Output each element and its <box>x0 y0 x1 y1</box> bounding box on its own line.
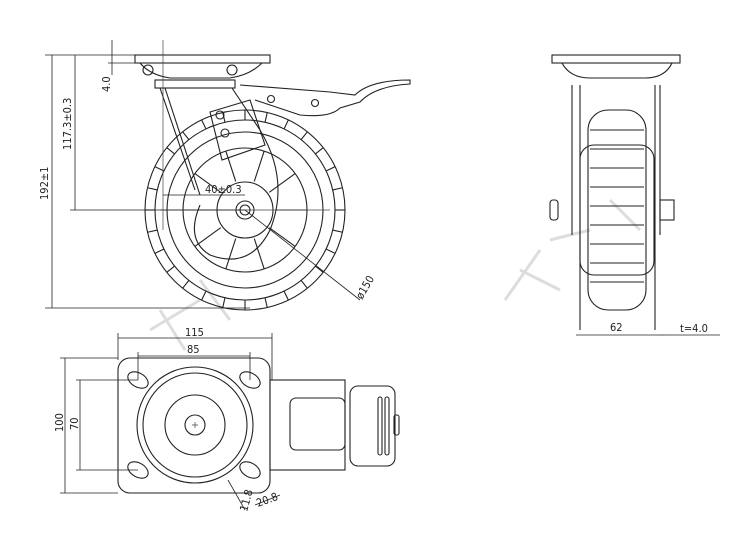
tread-groove <box>166 265 175 273</box>
hole-spacing-length-label: 85 <box>187 343 200 356</box>
plate-length-label: 115 <box>185 326 204 339</box>
wheel-spoke <box>194 227 222 247</box>
mounting-slot <box>239 461 261 479</box>
mounting-slot <box>127 371 149 389</box>
wheel-spoke <box>225 150 237 182</box>
tread-groove <box>201 119 207 130</box>
front-wheel <box>587 109 647 311</box>
top-view: 115 85 100 70 11.8 20.8 <box>53 326 400 513</box>
front-view: 62 t=4.0 <box>549 54 720 336</box>
wheel-spoke <box>268 227 296 247</box>
wheel-spoke <box>253 238 265 270</box>
wheel-spoke <box>225 238 237 270</box>
watermark <box>149 198 642 351</box>
plate-thickness-label: 4.0 <box>100 76 113 92</box>
offset-label: 40±0.3 <box>205 183 242 196</box>
tread-groove <box>182 280 190 289</box>
tread-groove <box>201 290 207 301</box>
brake-plate <box>209 99 266 161</box>
tread-groove <box>332 187 343 191</box>
wheel-spoke <box>194 173 222 193</box>
axle-height-label: 117.3±0.3 <box>61 98 74 150</box>
tread-groove <box>264 297 268 308</box>
tread-groove <box>264 112 268 123</box>
fork-housing <box>269 379 346 471</box>
top-plate <box>134 54 271 64</box>
tread-groove <box>222 112 226 123</box>
tread-groove <box>147 187 158 191</box>
tread-groove <box>300 280 308 289</box>
tread-groove <box>283 119 289 130</box>
axle-nut-front <box>549 199 559 221</box>
tread-groove <box>300 131 308 140</box>
wheel-spoke <box>253 150 265 182</box>
tread-groove <box>154 166 165 172</box>
side-view: 192±1 117.3±0.3 4.0 40±0.3 ø150 <box>38 40 411 311</box>
tread-groove <box>325 166 336 172</box>
tread-groove <box>222 297 226 308</box>
mounting-slot <box>239 371 261 389</box>
mounting-slot <box>127 461 149 479</box>
overall-height-label: 192±1 <box>38 167 51 200</box>
plate-width-label: 100 <box>53 413 66 432</box>
brake-lever <box>239 79 411 117</box>
wheel-diameter-label: ø150 <box>353 273 377 301</box>
tread-groove <box>315 265 324 273</box>
wheel-spoke <box>268 173 296 193</box>
tread-groove <box>283 290 289 301</box>
thickness-label: t=4.0 <box>680 322 708 335</box>
wheel-width-label: 62 <box>610 321 623 334</box>
slot-width-label: 11.8 <box>237 488 255 513</box>
tread-groove <box>182 131 190 140</box>
tread-groove <box>166 147 175 155</box>
brake-pedal <box>349 385 396 467</box>
tread-groove <box>154 248 165 254</box>
tread-groove <box>147 229 158 233</box>
tread-groove <box>332 229 343 233</box>
tread-groove <box>315 147 324 155</box>
tread-groove <box>325 248 336 254</box>
hole-spacing-width-label: 70 <box>68 417 81 430</box>
